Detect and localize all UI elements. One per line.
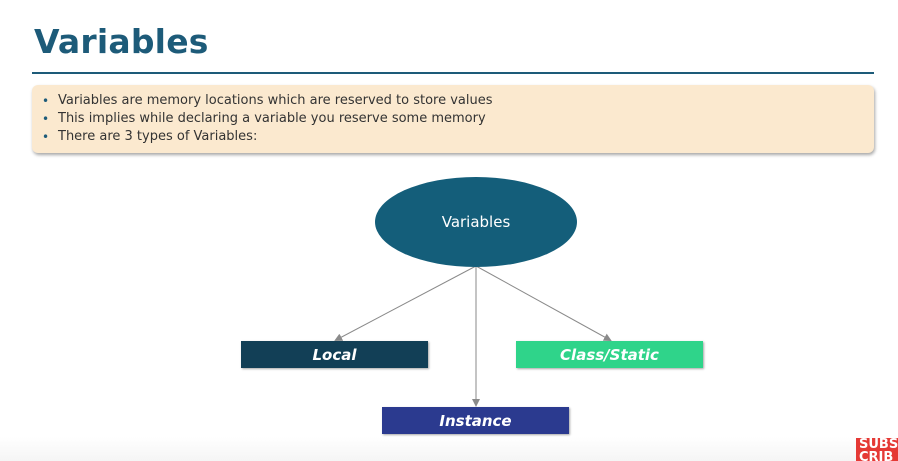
bottom-fade	[0, 437, 898, 461]
connector-class-static	[475, 265, 612, 341]
bullet-item: • There are 3 types of Variables:	[42, 128, 874, 146]
bullet-item: • Variables are memory locations which ar…	[42, 92, 874, 110]
root-node-variables	[375, 177, 577, 267]
bullet-box: • Variables are memory locations which ar…	[32, 85, 874, 153]
bullet-dot-icon: •	[42, 94, 50, 108]
node-instance: Instance	[382, 407, 569, 434]
bullet-item: • This implies while declaring a variable…	[42, 110, 874, 128]
slide-title: Variables	[34, 22, 209, 61]
root-node-label: Variables	[441, 213, 511, 231]
subscribe-text-line2: CRIB	[859, 450, 894, 461]
bullet-list: • Variables are memory locations which ar…	[32, 85, 874, 146]
bullet-text: This implies while declaring a variable …	[58, 111, 486, 126]
connector-local	[334, 265, 477, 341]
node-class-static: Class/Static	[516, 341, 703, 368]
subscribe-badge[interactable]: SUBS CRIB	[856, 438, 898, 461]
bullet-text: Variables are memory locations which are…	[58, 93, 493, 108]
bullet-text: There are 3 types of Variables:	[58, 129, 258, 144]
subscribe-text-line1: SUBS	[859, 438, 898, 452]
node-local: Local	[241, 341, 428, 368]
bullet-dot-icon: •	[42, 130, 50, 144]
title-divider	[32, 72, 874, 74]
bullet-dot-icon: •	[42, 112, 50, 126]
